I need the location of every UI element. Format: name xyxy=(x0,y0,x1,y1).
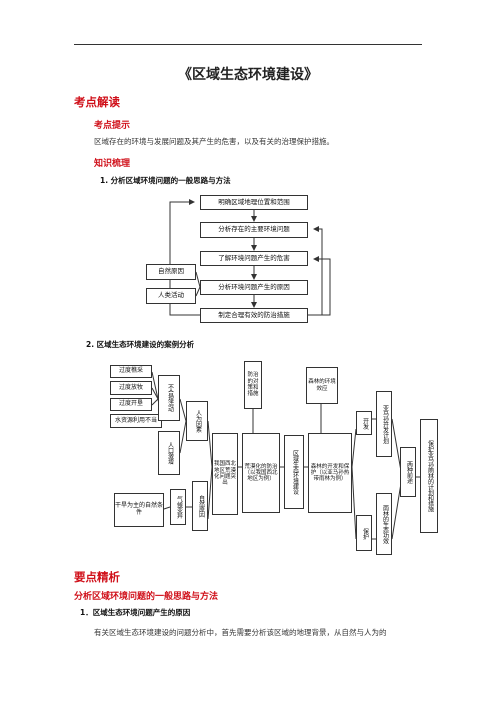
method-subheading: 分析区域环境问题的一般思路与方法 xyxy=(74,592,219,602)
protect-box: 保护 xyxy=(356,515,372,551)
natural-cause-box: 自然原因 xyxy=(192,481,208,531)
northwest-desertification-box: 我国西北地区荒漠化问题突出 xyxy=(212,433,238,515)
item-2-label: 2. 区域生态环境建设的案例分析 xyxy=(86,340,195,349)
population-surge-box: 人口激增 xyxy=(158,431,180,475)
prevention-measures-box: 防治的对策和措施 xyxy=(244,361,262,409)
human-factor-box: 人为因素 xyxy=(186,401,208,441)
flow-box-causes: 分析环境问题产生的原因 xyxy=(200,280,308,295)
unreasonable-activity-box: 不合理活动 xyxy=(158,375,180,421)
cause-overgrazing: 过度放牧 xyxy=(110,381,152,395)
desertification-control-box: 荒漠化的防治（以我国西北地区为例） xyxy=(242,433,280,513)
cause-item-label: 1．区域生态环境问题产生的原因 xyxy=(80,608,191,617)
method-flow-diagram: 明确区域地理位置和范围 分析存在的主要环境问题 了解环境问题产生的危害 分析环境… xyxy=(144,193,338,327)
section-heading-kaodian: 考点解读 xyxy=(74,95,120,109)
tip-text: 区域存在的环境与发展问题及其产生的危害，以及有关的治理保护措施。 xyxy=(94,137,334,146)
amazon-plan-box: 亚马孙开发计划 xyxy=(376,391,392,457)
dry-natural-condition-box: 干旱为主的自然条件 xyxy=(114,493,164,527)
section-heading-yaodian: 要点精析 xyxy=(74,570,120,584)
forest-effect-box: 森林的环境效应 xyxy=(306,367,338,404)
two-prospects-box: 两种前途 xyxy=(400,447,416,497)
case-analysis-diagram: 过度樵采 过度放牧 过度开垦 水资源利用不当 不合理活动 人口激增 人为因素 干… xyxy=(108,357,440,557)
develop-box: 开发 xyxy=(356,411,372,435)
amazon-protection-measures-box: 保护亚马孙雨林的计划和措施 xyxy=(420,419,438,533)
header-rule xyxy=(74,44,422,45)
flow-box-human: 人类活动 xyxy=(146,288,196,304)
tip-heading: 考点提示 xyxy=(94,121,131,131)
regional-eco-construction-box: 区域生态环境建设 xyxy=(284,435,304,509)
method-flow-connectors xyxy=(169,199,331,316)
flow-box-natural: 自然原因 xyxy=(146,264,196,280)
item-1-label: 1. 分析区域环境问题的一般思路与方法 xyxy=(100,176,231,185)
cause-overcultivation: 过度开垦 xyxy=(110,398,152,411)
flow-box-problems: 分析存在的主要环境问题 xyxy=(200,222,308,238)
cause-water-misuse: 水资源利用不当 xyxy=(110,414,162,428)
climate-variation-box: 气候变异 xyxy=(170,489,186,525)
flow-box-location: 明确区域地理位置和范围 xyxy=(200,195,308,210)
flow-box-measures: 制定合理有效的防治措施 xyxy=(200,308,308,323)
page-title: 《区域生态环境建设》 xyxy=(178,67,318,83)
cause-overcutting: 过度樵采 xyxy=(110,365,152,378)
knowledge-heading: 知识梳理 xyxy=(94,159,131,169)
forest-development-protection-box: 森林的开发和保护（以亚马孙热带雨林为例） xyxy=(308,433,352,513)
flow-box-harm: 了解环境问题产生的危害 xyxy=(200,251,308,266)
paragraph-text: 有关区域生态环境建设的问题分析中，首先需要分析该区域的地理背景，从自然与人为的 xyxy=(94,628,387,637)
rainforest-outcome-box: 雨林的生态功效 xyxy=(376,493,392,555)
